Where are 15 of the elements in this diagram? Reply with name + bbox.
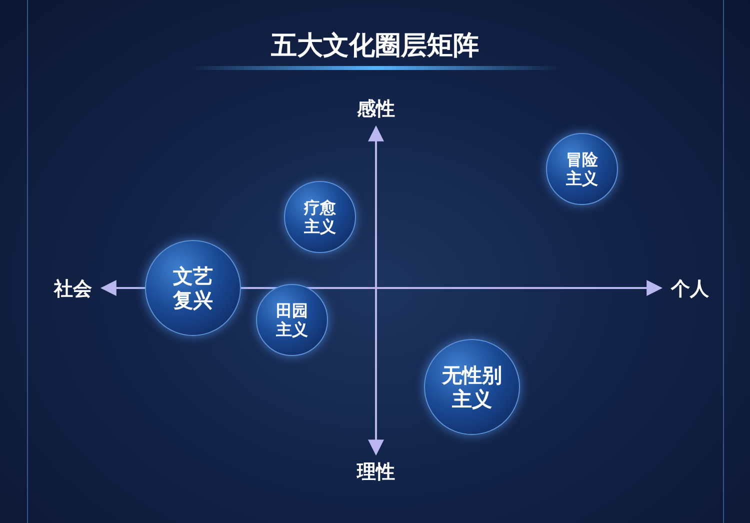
axis-label: 社会 [54, 277, 92, 302]
bubble-label: 田园主义 [275, 300, 309, 340]
bubble [424, 339, 520, 435]
bubble-label: 疗愈主义 [303, 198, 337, 236]
bubble-label: 无性别主义 [441, 363, 503, 411]
bubble [256, 284, 328, 356]
axis-label: 个人 [671, 277, 709, 302]
bubble [546, 133, 618, 205]
bubble-label: 冒险主义 [565, 150, 599, 188]
bubble [284, 181, 356, 253]
axis-label: 感性 [357, 97, 395, 122]
axis-label: 理性 [357, 460, 395, 485]
bubble [145, 240, 241, 336]
title: 五大文化圈层矩阵 [270, 30, 480, 63]
bubble-label: 文艺复兴 [172, 264, 214, 312]
